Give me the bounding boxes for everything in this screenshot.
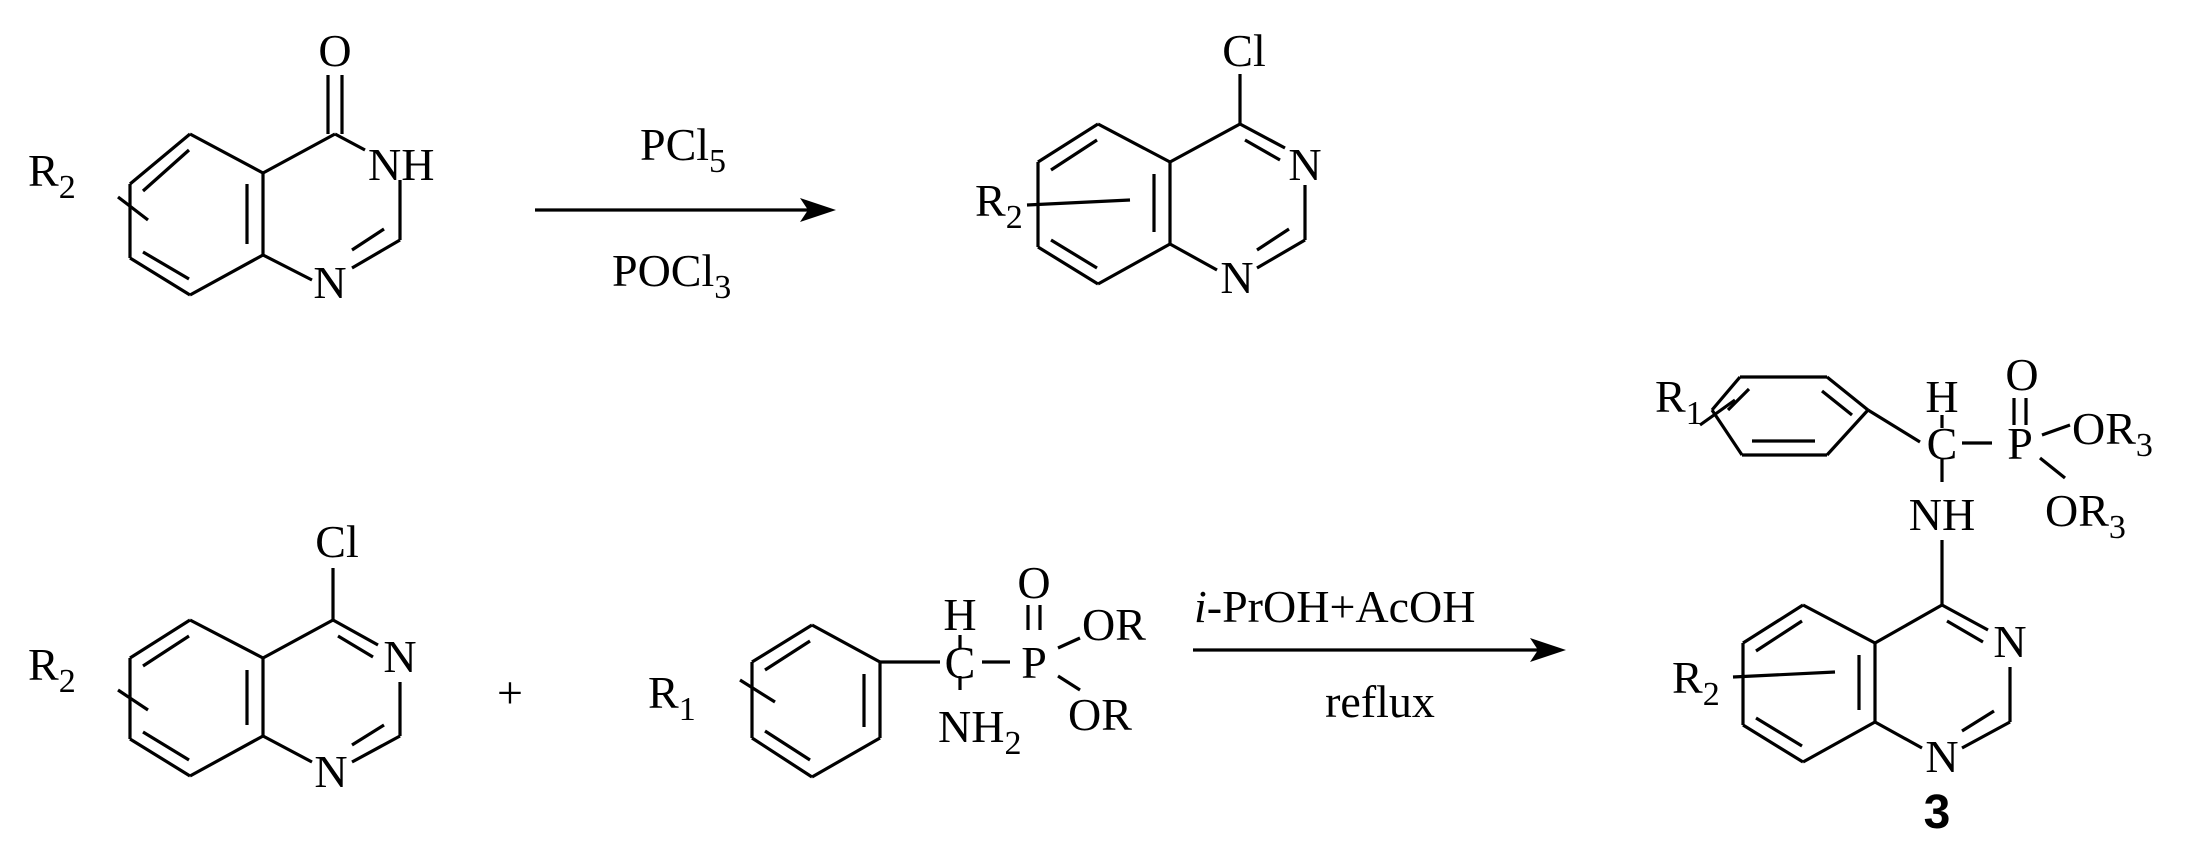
ring-nitrogen-label: N xyxy=(1288,139,1321,190)
condition-reflux: reflux xyxy=(1325,676,1435,727)
r-atom: R xyxy=(975,175,1006,226)
reagent-pocl3-text: POCl xyxy=(612,245,714,296)
r-atom: R xyxy=(28,145,59,196)
reagent-pocl3: POCl3 xyxy=(612,245,731,306)
reagent-pcl5-text: PCl xyxy=(640,119,709,170)
condition-solvent-italic: i xyxy=(1194,581,1207,632)
alkoxy-r3-label: OR3 xyxy=(2072,403,2153,464)
hydrogen-label: H xyxy=(1925,371,1958,422)
carbon-label: C xyxy=(1927,418,1958,469)
alkoxy-text: OR xyxy=(2072,403,2136,454)
ring-nitrogen-label: N xyxy=(1993,616,2026,667)
ring-nitrogen-label: N xyxy=(314,746,347,797)
r-subscript: 1 xyxy=(1686,395,1703,432)
r-subscript: 1 xyxy=(679,691,696,728)
condition-solvent: i-PrOH+AcOH xyxy=(1194,581,1475,632)
alkoxy-r3-label: OR3 xyxy=(2045,485,2126,546)
r-subscript: 2 xyxy=(1703,676,1720,713)
ring-nitrogen-label: N xyxy=(1220,252,1253,303)
r1-label: R1 xyxy=(648,667,696,728)
alkoxy-label: OR xyxy=(1082,599,1146,650)
r-subscript: 2 xyxy=(59,663,76,700)
reaction-arrow-2 xyxy=(1193,638,1566,662)
hydrogen-label: H xyxy=(943,589,976,640)
r-atom: R xyxy=(1672,652,1703,703)
carbon-label: C xyxy=(945,637,976,688)
nh-text: NH xyxy=(938,701,1004,752)
alkoxy-text: OR xyxy=(2045,485,2109,536)
reagent-pcl5: PCl5 xyxy=(640,119,726,180)
chloroquinazoline-reactant-structure xyxy=(117,568,402,778)
r-subscript: 2 xyxy=(59,169,76,206)
reaction-arrow-1 xyxy=(535,198,836,222)
alkoxy-label: OR xyxy=(1068,689,1132,740)
r-atom: R xyxy=(28,639,59,690)
chlorine-label: Cl xyxy=(315,516,358,567)
chlorine-label: Cl xyxy=(1222,25,1265,76)
reagent-pocl3-subscript: 3 xyxy=(714,269,731,306)
aminophosphonate-reactant-structure xyxy=(739,605,1081,779)
r-atom: R xyxy=(1655,371,1686,422)
phosphorus-label: P xyxy=(1021,637,1047,688)
phosphoryl-oxygen-label: O xyxy=(1017,557,1050,608)
amino-label: NH2 xyxy=(938,701,1021,762)
chloroquinazoline-product-structure xyxy=(1026,74,1307,286)
reagent-pcl5-subscript: 5 xyxy=(709,143,726,180)
condition-solvent-rest: -PrOH+AcOH xyxy=(1207,581,1476,632)
quinazolinone-structure xyxy=(117,75,402,297)
compound-number: 3 xyxy=(1924,786,1951,839)
alkoxy-subscript: 3 xyxy=(2109,509,2126,546)
r2-label: R2 xyxy=(28,145,76,206)
alkoxy-subscript: 3 xyxy=(2136,427,2153,464)
ring-nitrogen-label: N xyxy=(1925,731,1958,782)
nh-label: NH xyxy=(368,139,434,190)
r1-label: R1 xyxy=(1655,371,1703,432)
ring-nitrogen-label: N xyxy=(313,257,346,308)
r-atom: R xyxy=(648,667,679,718)
r2-label: R2 xyxy=(1672,652,1720,713)
phosphorus-label: P xyxy=(2007,418,2033,469)
r2-label: R2 xyxy=(975,175,1023,236)
ring-nitrogen-label: N xyxy=(383,631,416,682)
r2-label: R2 xyxy=(28,639,76,700)
phosphoryl-oxygen-label: O xyxy=(2005,349,2038,400)
product-3-structure xyxy=(1699,375,2071,764)
nh-subscript: 2 xyxy=(1004,725,1021,762)
nh-linker-label: NH xyxy=(1909,489,1975,540)
plus-sign: + xyxy=(497,667,523,718)
r-subscript: 2 xyxy=(1006,199,1023,236)
carbonyl-oxygen-label: O xyxy=(318,25,351,76)
